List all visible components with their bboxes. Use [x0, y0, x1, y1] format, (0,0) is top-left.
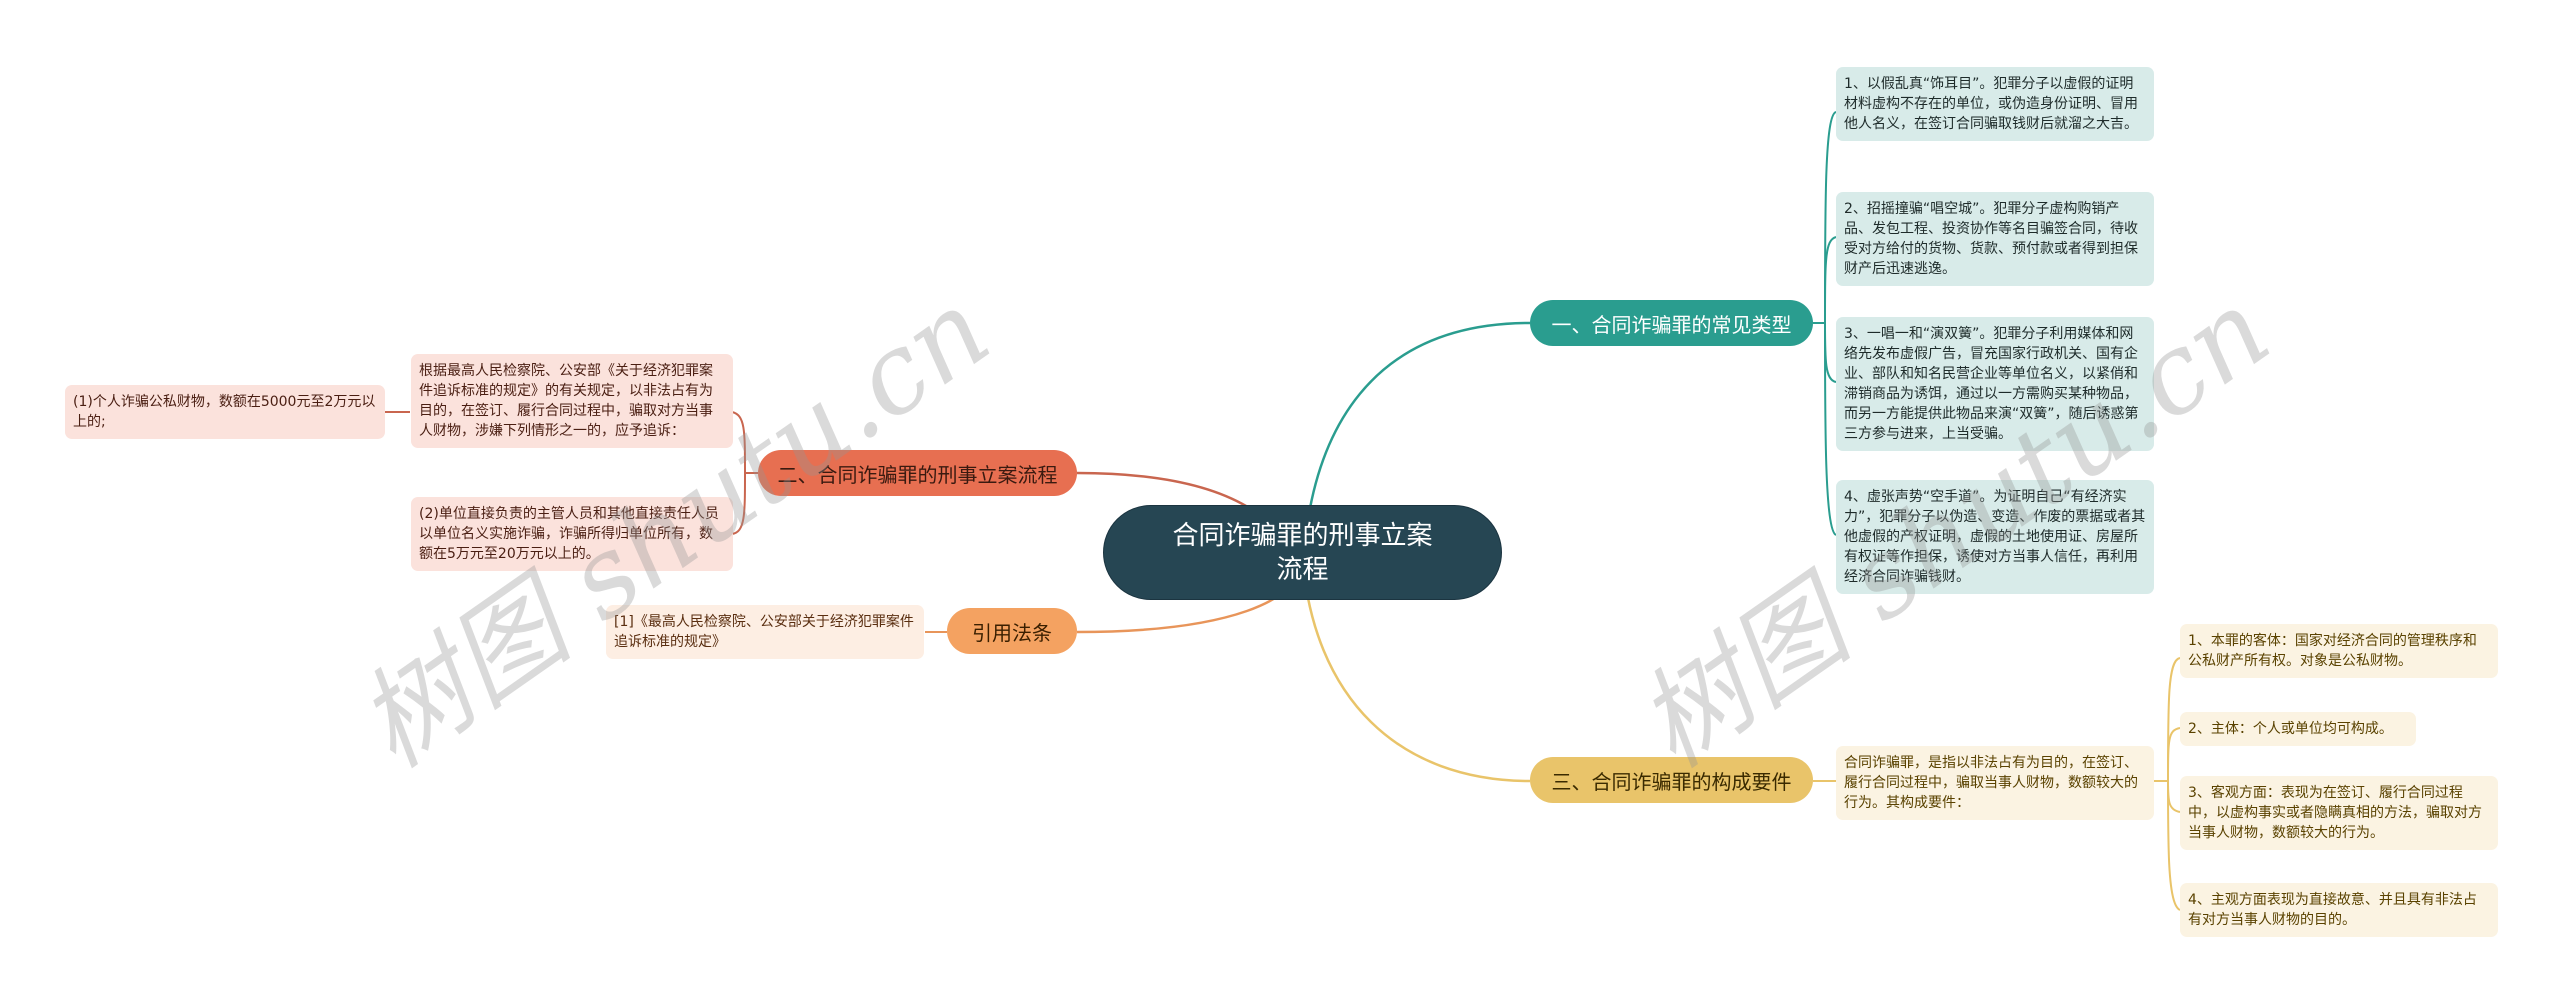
branch-common-types[interactable]: 一、合同诈骗罪的常见类型	[1530, 300, 1813, 346]
link-procedure-main	[731, 411, 746, 474]
link-elements-4	[2167, 780, 2181, 911]
link-elements-2	[2167, 727, 2181, 782]
branch-citations-label: 引用法条	[972, 620, 1052, 645]
root-topic[interactable]: 合同诈骗罪的刑事立案流程	[1103, 505, 1502, 600]
procedure-main-rule-text: 根据最高人民检察院、公安部《关于经济犯罪案件追诉标准的规定》的有关规定，以非法占…	[419, 363, 713, 439]
elements-item-3[interactable]: 3、客观方面：表现为在签订、履行合同过程中，以虚构事实或者隐瞒真相的方法，骗取对…	[2180, 776, 2498, 850]
type-item-1-text: 1、以假乱真“饰耳目”。犯罪分子以虚假的证明材料虚构不存在的单位，或伪造身份证明…	[1844, 76, 2138, 132]
branch-common-types-label: 一、合同诈骗罪的常见类型	[1551, 312, 1792, 337]
type-item-2[interactable]: 2、招摇撞骗“唱空城”。犯罪分子虚构购销产品、发包工程、投资协作等名目骗签合同，…	[1836, 192, 2154, 286]
branch-elements[interactable]: 三、合同诈骗罪的构成要件	[1530, 757, 1813, 803]
elements-item-4[interactable]: 4、主观方面表现为直接故意、并且具有非法占有对方当事人财物的目的。	[2180, 883, 2498, 937]
procedure-main-rule[interactable]: 根据最高人民检察院、公安部《关于经济犯罪案件追诉标准的规定》的有关规定，以非法占…	[411, 354, 733, 448]
type-item-4[interactable]: 4、虚张声势“空手道”。为证明自己“有经济实力”，犯罪分子以伪造、变造、作废的票…	[1836, 480, 2154, 594]
elements-item-1[interactable]: 1、本罪的客体：国家对经济合同的管理秩序和公私财产所有权。对象是公私财物。	[2180, 624, 2498, 678]
link-elements-3	[2167, 780, 2181, 813]
link-types-2	[1824, 236, 1837, 324]
link-types-3	[1824, 322, 1837, 383]
type-item-3-text: 3、一唱一和“演双簧”。犯罪分子利用媒体和网络先发布虚假广告，冒充国家行政机关、…	[1844, 326, 2139, 442]
elements-definition[interactable]: 合同诈骗罪，是指以非法占有为目的，在签订、履行合同过程中，骗取当事人财物，数额较…	[1836, 746, 2154, 820]
procedure-sub-item-1[interactable]: (1)个人诈骗公私财物，数额在5000元至2万元以上的;	[65, 385, 385, 439]
procedure-item-2-text: (2)单位直接负责的主管人员和其他直接责任人员以单位名义实施诈骗，诈骗所得归单位…	[419, 506, 719, 562]
elements-item-4-text: 4、主观方面表现为直接故意、并且具有非法占有对方当事人财物的目的。	[2188, 892, 2477, 928]
type-item-2-text: 2、招摇撞骗“唱空城”。犯罪分子虚构购销产品、发包工程、投资协作等名目骗签合同，…	[1844, 201, 2138, 277]
elements-item-2[interactable]: 2、主体：个人或单位均可构成。	[2180, 712, 2416, 746]
type-item-4-text: 4、虚张声势“空手道”。为证明自己“有经济实力”，犯罪分子以伪造、变造、作废的票…	[1844, 489, 2146, 585]
type-item-1[interactable]: 1、以假乱真“饰耳目”。犯罪分子以虚假的证明材料虚构不存在的单位，或伪造身份证明…	[1836, 67, 2154, 141]
citation-item-1-text: [1]《最高人民检察院、公安部关于经济犯罪案件追诉标准的规定》	[614, 614, 914, 650]
branch-citations[interactable]: 引用法条	[947, 608, 1077, 654]
procedure-item-2[interactable]: (2)单位直接负责的主管人员和其他直接责任人员以单位名义实施诈骗，诈骗所得归单位…	[411, 497, 733, 571]
link-types-1	[1824, 111, 1837, 324]
elements-item-2-text: 2、主体：个人或单位均可构成。	[2188, 721, 2393, 737]
link-root-elements	[1300, 551, 1531, 783]
branch-elements-label: 三、合同诈骗罪的构成要件	[1551, 769, 1792, 794]
elements-item-3-text: 3、客观方面：表现为在签订、履行合同过程中，以虚构事实或者隐瞒真相的方法，骗取对…	[2188, 785, 2482, 841]
link-procedure-second	[731, 472, 746, 535]
branch-procedure[interactable]: 二、合同诈骗罪的刑事立案流程	[758, 450, 1077, 496]
type-item-3[interactable]: 3、一唱一和“演双簧”。犯罪分子利用媒体和网络先发布虚假广告，冒充国家行政机关、…	[1836, 317, 2154, 451]
link-types-4	[1824, 322, 1837, 536]
link-elements-1	[2167, 657, 2181, 782]
elements-item-1-text: 1、本罪的客体：国家对经济合同的管理秩序和公私财产所有权。对象是公私财物。	[2188, 633, 2477, 669]
citation-item-1[interactable]: [1]《最高人民检察院、公安部关于经济犯罪案件追诉标准的规定》	[606, 605, 924, 659]
elements-definition-text: 合同诈骗罪，是指以非法占有为目的，在签订、履行合同过程中，骗取当事人财物，数额较…	[1844, 755, 2138, 811]
branch-procedure-label: 二、合同诈骗罪的刑事立案流程	[777, 462, 1058, 487]
procedure-sub-item-1-text: (1)个人诈骗公私财物，数额在5000元至2万元以上的;	[73, 394, 376, 430]
root-topic-label: 合同诈骗罪的刑事立案流程	[1172, 520, 1433, 585]
